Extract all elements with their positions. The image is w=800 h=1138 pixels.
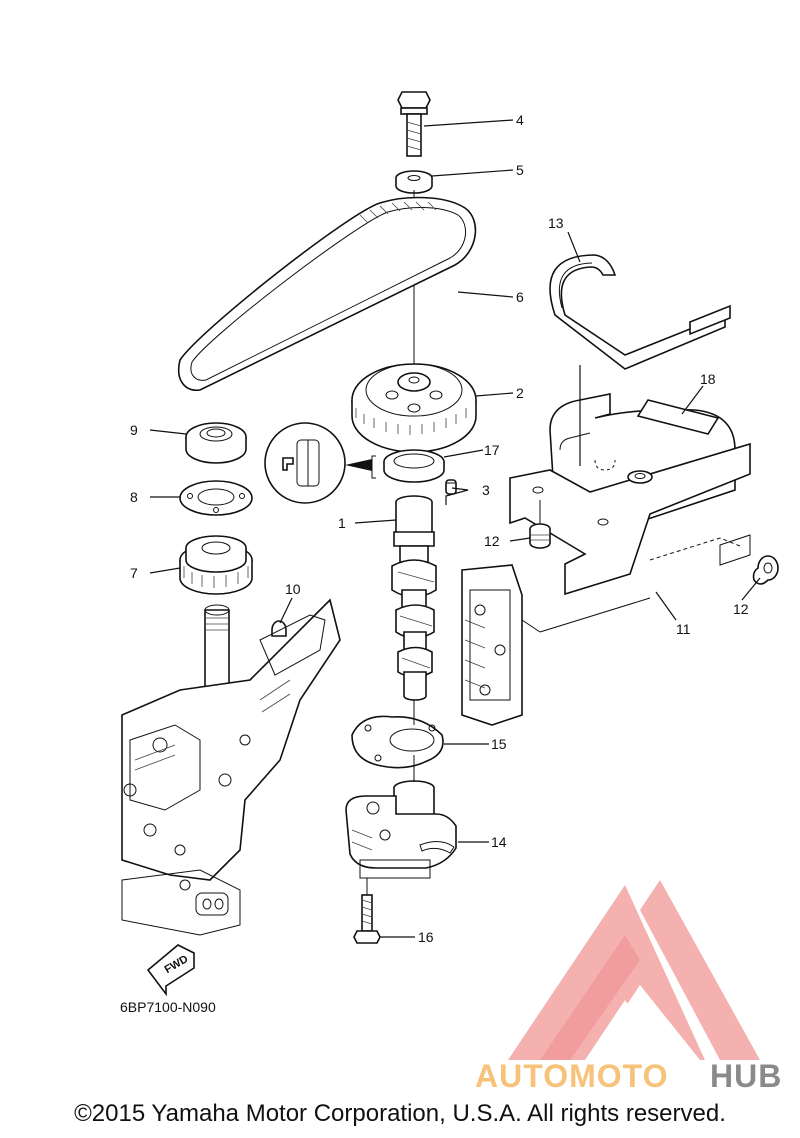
- part-12-grommet-right: [752, 555, 779, 585]
- callout-7: 7: [130, 565, 138, 581]
- part-5-washer: [395, 170, 433, 194]
- engine-block-right: [461, 564, 651, 726]
- engine-block-left: [121, 598, 341, 936]
- watermark-text-hub: HUB: [710, 1058, 782, 1094]
- callout-12-right: 12: [733, 601, 749, 617]
- callout-4: 4: [516, 112, 524, 128]
- oil-seal-detail-callout: [264, 422, 372, 504]
- callout-numbers: 4 5 6 2 17 3 1 9 8 7 10 13 18 12 12 11 1…: [130, 112, 749, 945]
- copyright-text: ©2015 Yamaha Motor Corporation, U.S.A. A…: [74, 1100, 726, 1127]
- part-9-nut: [185, 422, 247, 464]
- callout-8: 8: [130, 489, 138, 505]
- part-1-camshaft: [391, 495, 437, 701]
- callout-12-left: 12: [484, 533, 500, 549]
- part-12-grommet-left: [529, 523, 551, 549]
- callout-18: 18: [700, 371, 716, 387]
- diagram-code: 6BP7100-N090: [120, 999, 216, 1015]
- part-13-seal-strip: [549, 254, 731, 370]
- part-2-cam-pulley: [351, 363, 477, 453]
- callout-16: 16: [418, 929, 434, 945]
- part-14-oil-pump: [345, 780, 457, 879]
- watermark-text-automoto: AUTOMOTO: [475, 1058, 668, 1094]
- callout-1: 1: [338, 515, 346, 531]
- callout-2: 2: [516, 385, 524, 401]
- leader-lines: [149, 119, 761, 938]
- part-7-drive-pulley: [179, 535, 253, 595]
- callout-11: 11: [676, 621, 691, 637]
- part-18-label: [636, 399, 720, 435]
- part-3-pin: [445, 479, 457, 495]
- callout-10: 10: [285, 581, 301, 597]
- part-8-plate: [179, 480, 253, 516]
- callout-13: 13: [548, 215, 564, 231]
- watermark-logo: [508, 880, 760, 1060]
- part-15-gasket: [351, 715, 444, 769]
- callout-9: 9: [130, 422, 138, 438]
- part-17-oil-seal: [371, 449, 445, 483]
- callout-3: 3: [482, 482, 490, 498]
- callout-14: 14: [491, 834, 507, 850]
- part-4-bolt: [397, 91, 431, 157]
- part-16-bolt: [353, 894, 381, 944]
- callout-5: 5: [516, 162, 524, 178]
- callout-15: 15: [491, 736, 507, 752]
- callout-6: 6: [516, 289, 524, 305]
- callout-17: 17: [484, 442, 500, 458]
- fwd-arrow: FWD: [146, 944, 195, 997]
- part-6-timing-belt: [178, 196, 477, 391]
